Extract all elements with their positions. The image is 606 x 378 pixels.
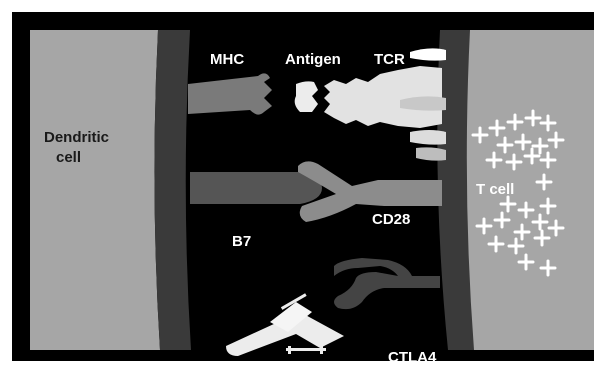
tcr-segment-bottom [416, 147, 446, 160]
cd28-label: CD28 [372, 212, 410, 227]
dendritic-cell [30, 30, 160, 350]
dendritic-label-line1: Dendritic [44, 130, 109, 145]
b7-molecule [190, 172, 322, 204]
tcr-segment-low [410, 130, 446, 145]
tcell-label: T cell [476, 182, 514, 197]
dendritic-label-line2: cell [56, 150, 81, 165]
tcr-segment-mid [400, 96, 446, 110]
ctla4-label: CTLA4 [388, 350, 436, 365]
mhc-label: MHC [210, 52, 244, 67]
dendritic-membrane [154, 30, 191, 350]
tcr-label: TCR [374, 52, 405, 67]
b7-label: B7 [232, 234, 251, 249]
antigen-label: Antigen [285, 52, 341, 67]
